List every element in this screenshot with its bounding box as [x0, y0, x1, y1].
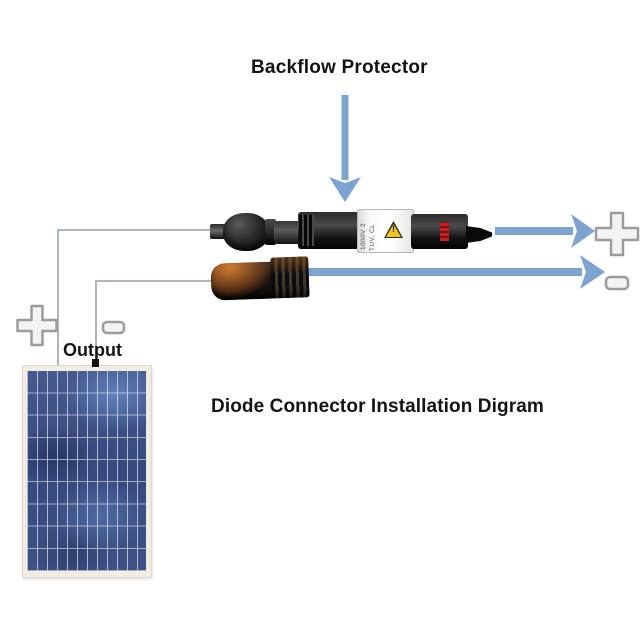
diode-spec-label: 1000V 2 TUV, CL ! [357, 209, 414, 253]
connector-ribs [299, 215, 314, 246]
negative-wire [95, 280, 212, 367]
connector-collar [265, 219, 276, 245]
connector-wire-tail [210, 224, 227, 239]
diode-label-line2: TUV, CL [369, 223, 376, 251]
mc4-connector-male [210, 255, 310, 303]
panel-terminal-tab [92, 359, 99, 367]
right-arrow-positive-icon [495, 214, 595, 248]
connector-body [210, 261, 276, 301]
panel-positive-symbol [16, 304, 58, 347]
connector-barrel [274, 221, 302, 244]
diode-output-pin [466, 226, 492, 243]
diode-label-line1: 1000V 2 [360, 222, 367, 250]
red-polarity-band [440, 222, 449, 241]
backflow-protector-title: Backflow Protector [251, 57, 428, 78]
diode-left-connector [298, 212, 359, 249]
output-positive-symbol [594, 211, 640, 257]
diode-right-connector [411, 214, 468, 249]
connector-body [223, 213, 269, 251]
warning-triangle-icon: ! [384, 221, 403, 238]
panel-negative-symbol [101, 320, 126, 335]
positive-wire [57, 229, 212, 367]
down-arrow-icon [329, 95, 361, 202]
output-negative-symbol [604, 275, 630, 291]
warning-exclamation: ! [392, 224, 395, 234]
solar-panel [22, 365, 152, 578]
output-label: Output [63, 340, 122, 360]
diagram-title: Diode Connector Installation Digram [211, 396, 544, 417]
right-arrow-negative-icon [306, 255, 605, 289]
solar-panel-cells [27, 371, 146, 571]
connector-ribbed-nut [270, 256, 310, 299]
